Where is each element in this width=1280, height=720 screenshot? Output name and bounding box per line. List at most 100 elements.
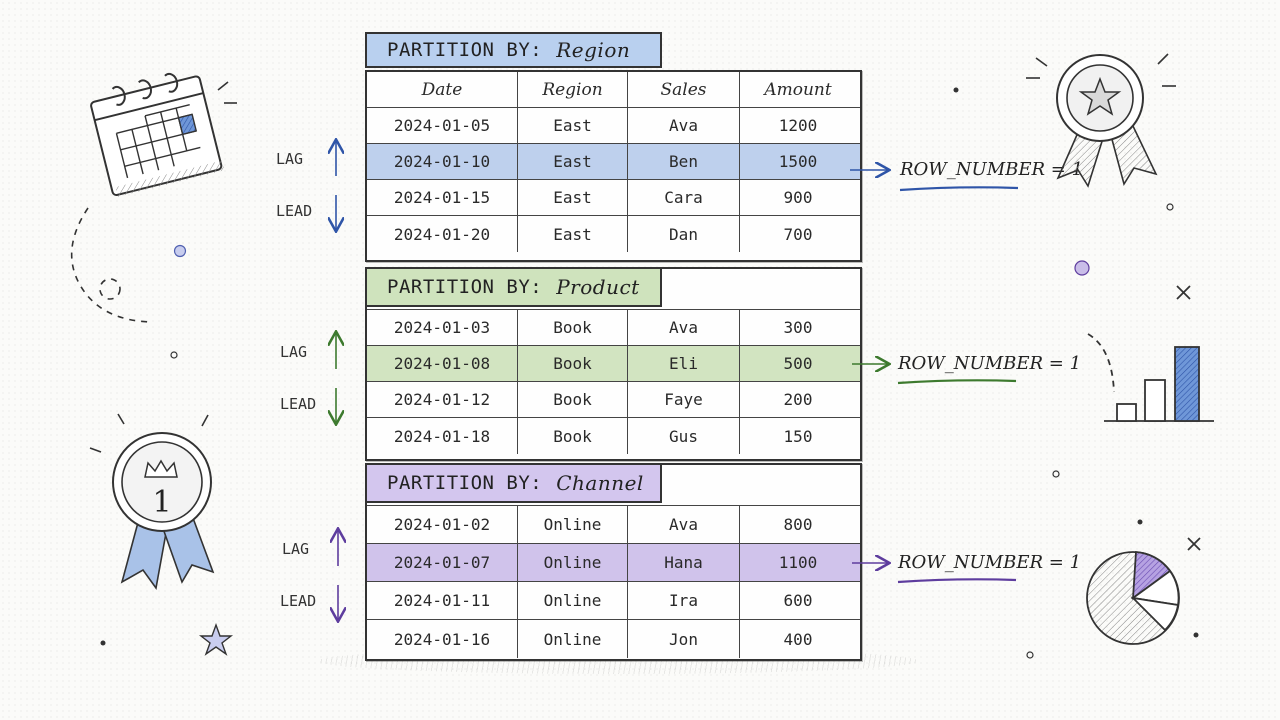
table-row: 2024-01-12 Book Faye 200 [367,382,860,418]
header-amount: Amount [764,79,832,100]
partition-value: Region [556,38,631,62]
cell-region: East [518,108,628,143]
partition-product-grid: 2024-01-03 Book Ava 300 2024-01-08 Book … [367,309,860,454]
partition-channel: PARTITION BY: Channel 2024-01-02 Online … [365,463,862,661]
cell-sales: Cara [628,180,740,215]
cell-date: 2024-01-10 [367,144,518,179]
header-date: Date [367,72,518,107]
lead-label-channel: LEAD [280,592,317,610]
cell-region: East [518,180,628,215]
calendar-spark-lines [217,81,237,104]
cell-sales: Faye [628,382,740,417]
cell-sales: Ben [628,144,740,179]
cell-channel: Online [518,582,628,619]
table-row: 2024-01-18 Book Gus 150 [367,418,860,454]
partition-keyword: PARTITION BY: [387,472,543,494]
table-row: 2024-01-15 East Cara 900 [367,180,860,216]
table-row-highlighted: 2024-01-10 East Ben 1500 [367,144,860,180]
cross-decoration [1176,285,1191,300]
lead-label-product: LEAD [280,395,317,413]
cell-sales: Ava [628,506,740,543]
cross-decoration [1187,537,1201,551]
row-number-arrow-product [852,364,1017,385]
partition-product: PARTITION BY: Product 2024-01-03 Book Av… [365,267,862,461]
dot-decoration [1052,470,1060,478]
partition-title-channel: PARTITION BY: Channel [367,465,662,503]
cell-product: Book [518,310,628,345]
partition-region-grid: Date Region Sales Amount 2024-01-05 East… [367,72,860,252]
cell-date: 2024-01-12 [367,382,518,417]
table-row-highlighted: 2024-01-07 Online Hana 1100 [367,544,860,582]
dot-decoration [173,244,187,258]
partition-title-region: PARTITION BY: Region [365,32,662,68]
cell-channel: Online [518,620,628,658]
cell-date: 2024-01-20 [367,216,518,252]
table-row: 2024-01-05 East Ava 1200 [367,108,860,144]
table-row: 2024-01-20 East Dan 700 [367,216,860,252]
partition-value: Channel [556,471,644,495]
cell-sales: Eli [628,346,740,381]
cell-date: 2024-01-15 [367,180,518,215]
row-number-label-channel: ROW_NUMBER = 1 [898,552,1082,573]
partition-title-product: PARTITION BY: Product [367,269,662,307]
dot-decoration [100,640,106,646]
cell-date: 2024-01-05 [367,108,518,143]
cell-product: Book [518,382,628,417]
bar-chart-icon [1087,333,1214,422]
cell-sales: Ava [628,108,740,143]
cell-product: Book [518,418,628,454]
cell-amount: 600 [783,591,813,610]
partition-keyword: PARTITION BY: [387,39,543,61]
row-number-arrow-region [850,170,1019,192]
table-row: 2024-01-16 Online Jon 400 [367,620,860,658]
cell-amount: 300 [783,318,813,337]
cell-amount: 1200 [778,116,818,135]
table-row: 2024-01-03 Book Ava 300 [367,310,860,346]
dot-decoration [1166,203,1174,211]
partition-region: Date Region Sales Amount 2024-01-05 East… [365,70,862,262]
cell-amount: 700 [783,224,813,244]
cell-sales: Dan [628,216,740,252]
dot-decoration [1026,651,1034,659]
star-icon [198,622,234,656]
dashed-swoosh-decoration [70,207,151,323]
cell-date: 2024-01-07 [367,544,518,581]
lag-label-product: LAG [280,343,308,361]
lag-label-channel: LAG [282,540,310,558]
dot-decoration [953,87,959,93]
table-row: 2024-01-11 Online Ira 600 [367,582,860,620]
cell-date: 2024-01-03 [367,310,518,345]
dot-decoration [1137,519,1143,525]
star-ribbon-icon [1026,53,1176,188]
table-row-highlighted: 2024-01-08 Book Eli 500 [367,346,860,382]
cell-amount: 900 [783,188,813,207]
lead-label-region: LEAD [276,202,313,220]
cell-sales: Ava [628,310,740,345]
table-header-row: Date Region Sales Amount [367,72,860,108]
dot-decoration [1193,632,1199,638]
cell-sales: Jon [628,620,740,658]
cell-amount: 1500 [778,152,818,171]
cell-channel: Online [518,506,628,543]
cell-region: East [518,144,628,179]
dot-decoration [170,351,178,359]
cell-date: 2024-01-08 [367,346,518,381]
calendar-icon [90,72,225,197]
partition-channel-grid: 2024-01-02 Online Ava 800 2024-01-07 Onl… [367,505,860,658]
partition-value: Product [556,275,640,299]
partition-keyword: PARTITION BY: [387,276,543,298]
table-row: 2024-01-02 Online Ava 800 [367,506,860,544]
dot-decoration [1074,260,1090,276]
number-one-badge-icon: 1 [89,413,215,590]
cell-date: 2024-01-16 [367,620,518,658]
cell-channel: Online [518,544,628,581]
row-number-label-region: ROW_NUMBER = 1 [900,159,1084,180]
cell-date: 2024-01-11 [367,582,518,619]
cell-product: Book [518,346,628,381]
cell-amount: 1100 [778,553,818,572]
cell-amount: 150 [783,426,813,446]
cell-amount: 500 [783,354,813,373]
cell-amount: 400 [783,629,813,649]
lag-label-region: LAG [276,150,304,168]
